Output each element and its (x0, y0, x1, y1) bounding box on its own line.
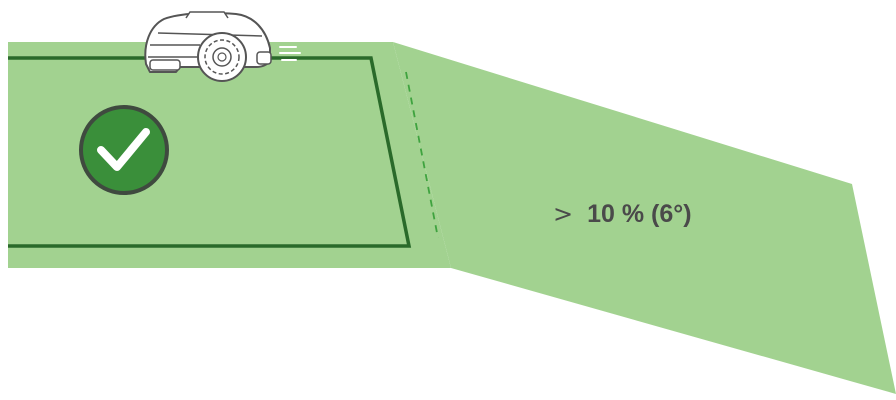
checkmark-icon (79, 105, 169, 195)
greater-than-symbol: > (553, 200, 574, 228)
slope-label: > 10 % (6°) (553, 194, 692, 234)
slope-value: 10 % (6°) (587, 199, 692, 228)
robotic-mower-icon (144, 11, 301, 82)
sloped-lawn-area (393, 42, 896, 394)
slope-transition-line (405, 71, 439, 239)
flat-lawn-area (8, 42, 451, 268)
